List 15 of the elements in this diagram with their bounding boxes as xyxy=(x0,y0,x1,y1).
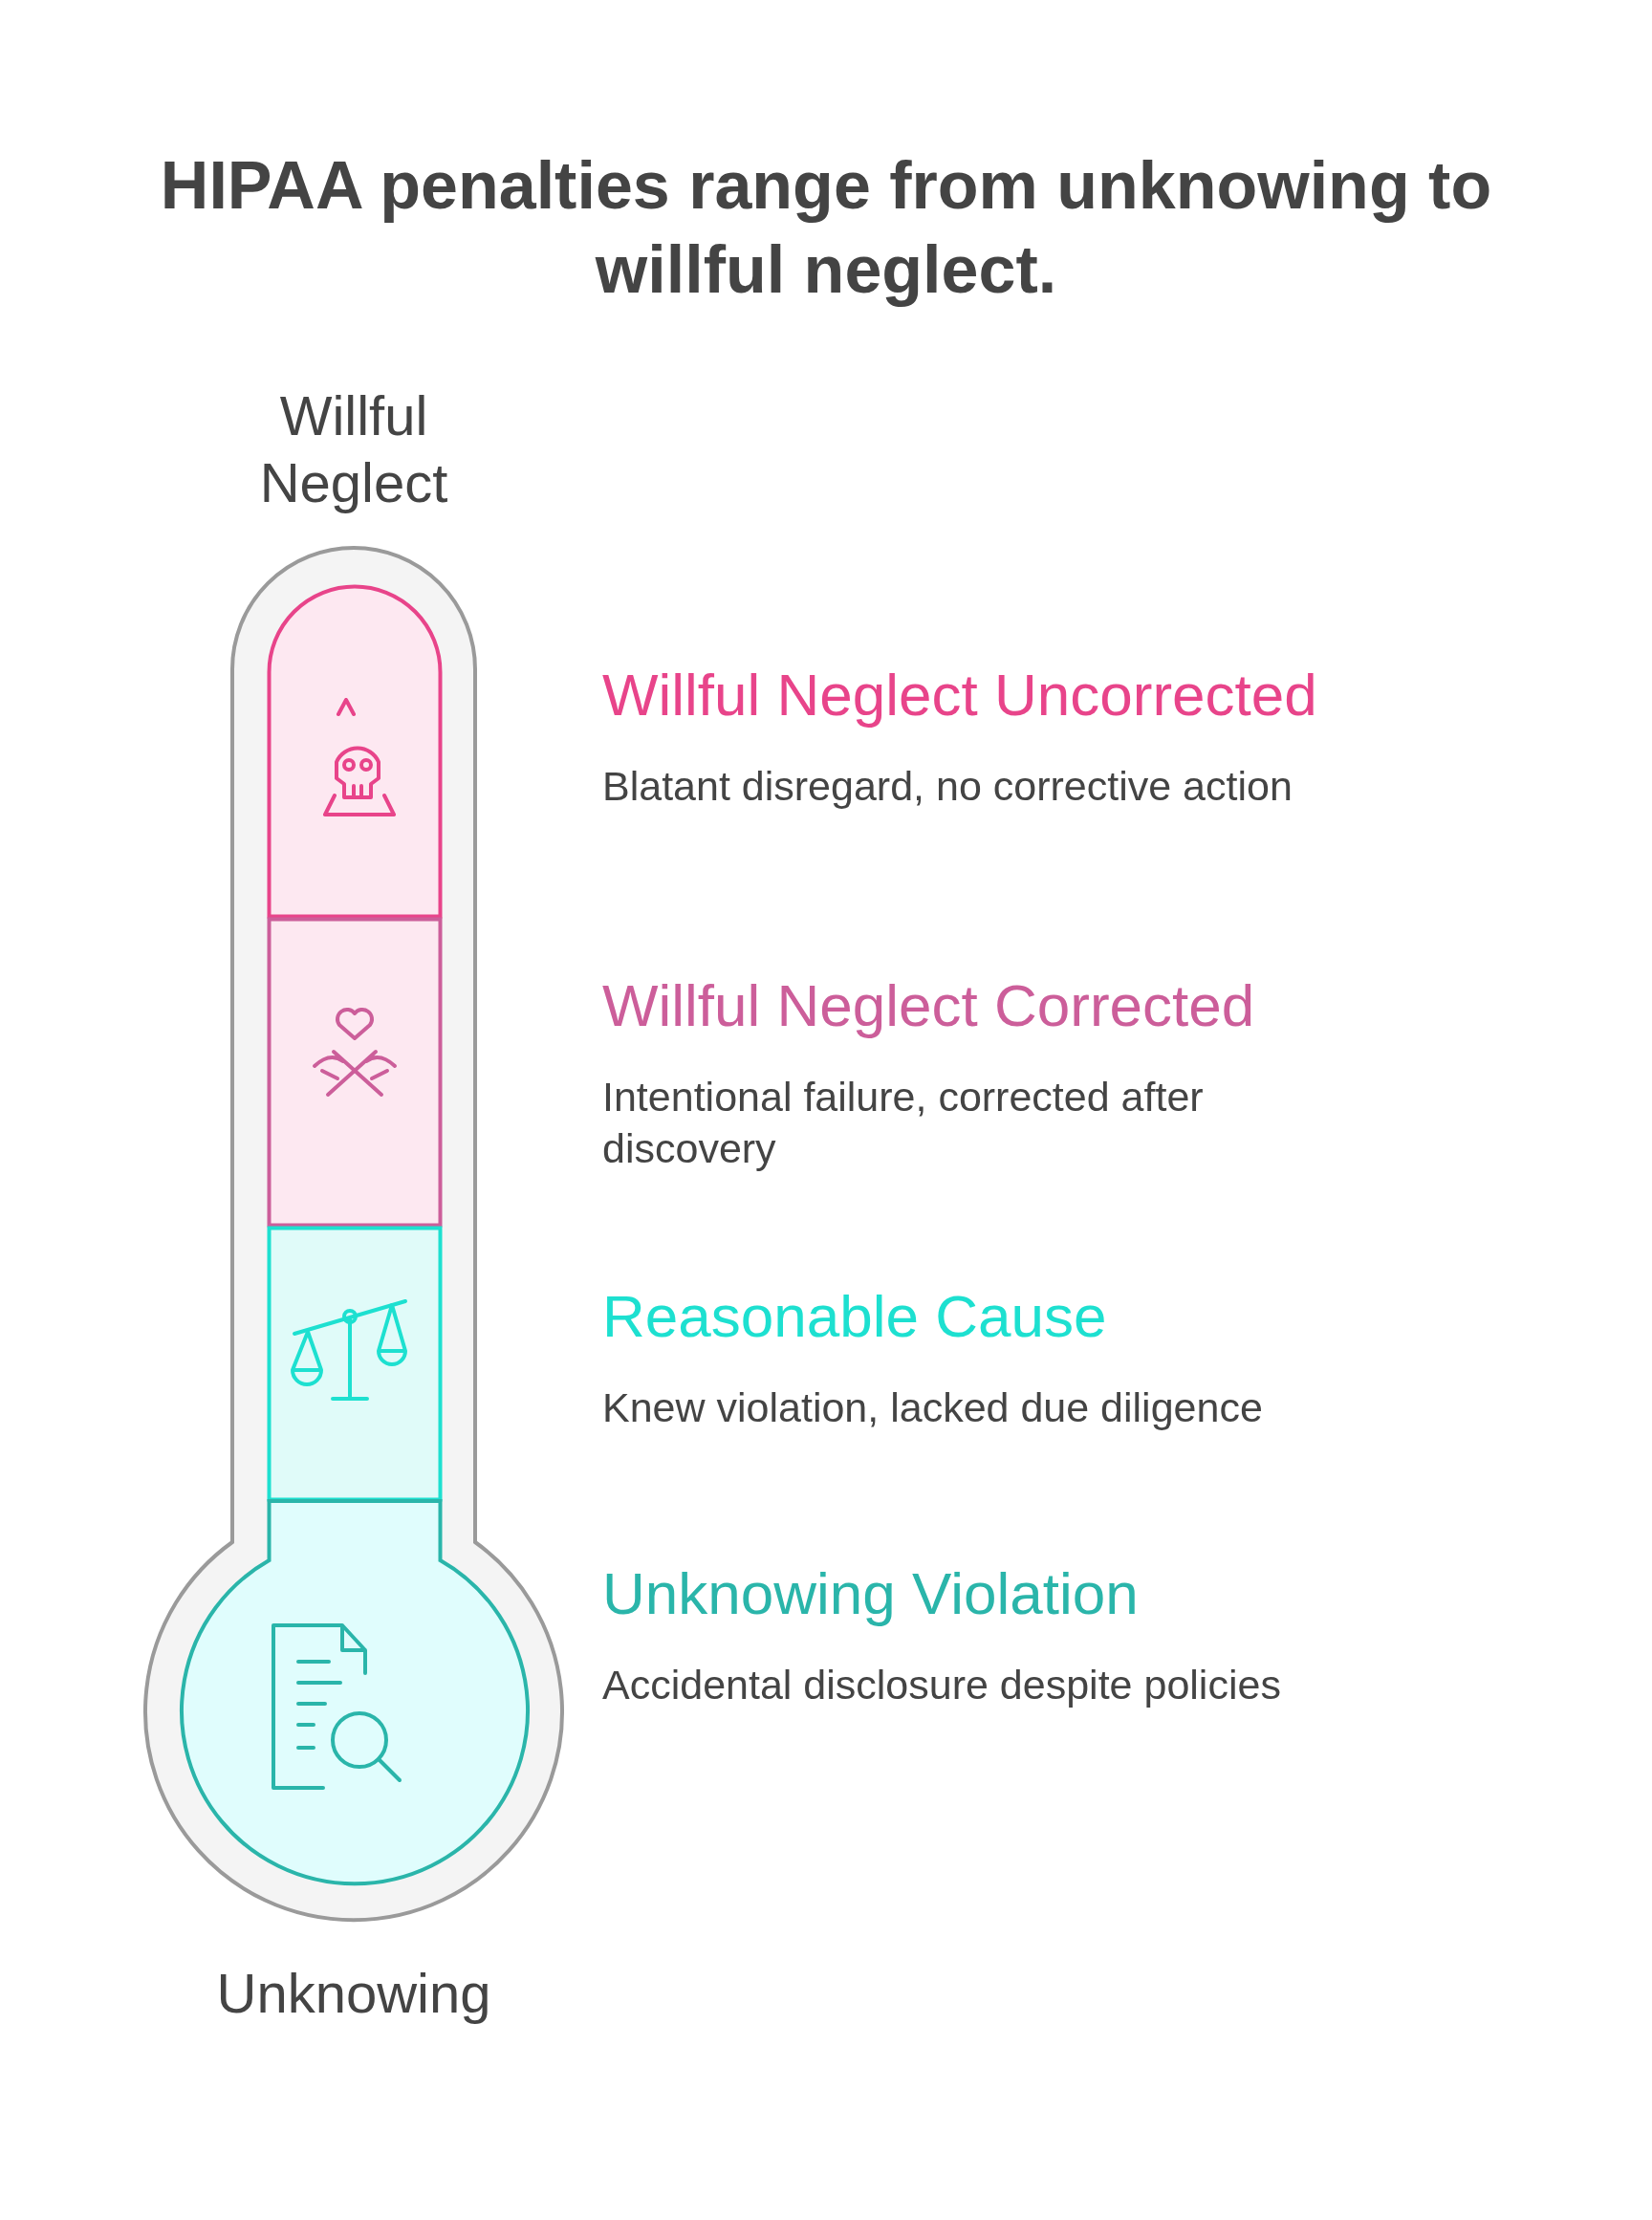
segment-heading: Willful Neglect Corrected xyxy=(602,971,1255,1040)
segment-description: Accidental disclosure despite policies xyxy=(602,1661,1282,1709)
scale-label: Unknowing xyxy=(215,1961,492,2026)
segment-heading: Reasonable Cause xyxy=(602,1282,1107,1351)
thermometer-segment xyxy=(268,1227,442,1501)
title: HIPAA penalties range from unknowing to willful neglect. xyxy=(159,147,1493,309)
thermometer-bulb xyxy=(180,1501,528,1887)
segment-description: Knew violation, lacked due diligence xyxy=(602,1383,1264,1432)
segment-heading: Unknowing Violation xyxy=(602,1559,1139,1628)
scale-label: Willful Neglect xyxy=(258,383,449,515)
segment-description: Blatant disregard, no corrective action xyxy=(602,762,1293,811)
thermometer-segment xyxy=(268,918,442,1227)
segment-description: Intentional failure, corrected after discovery xyxy=(602,1073,1205,1173)
segment-heading: Willful Neglect Uncorrected xyxy=(602,661,1317,729)
thermometer-segment xyxy=(268,585,442,918)
